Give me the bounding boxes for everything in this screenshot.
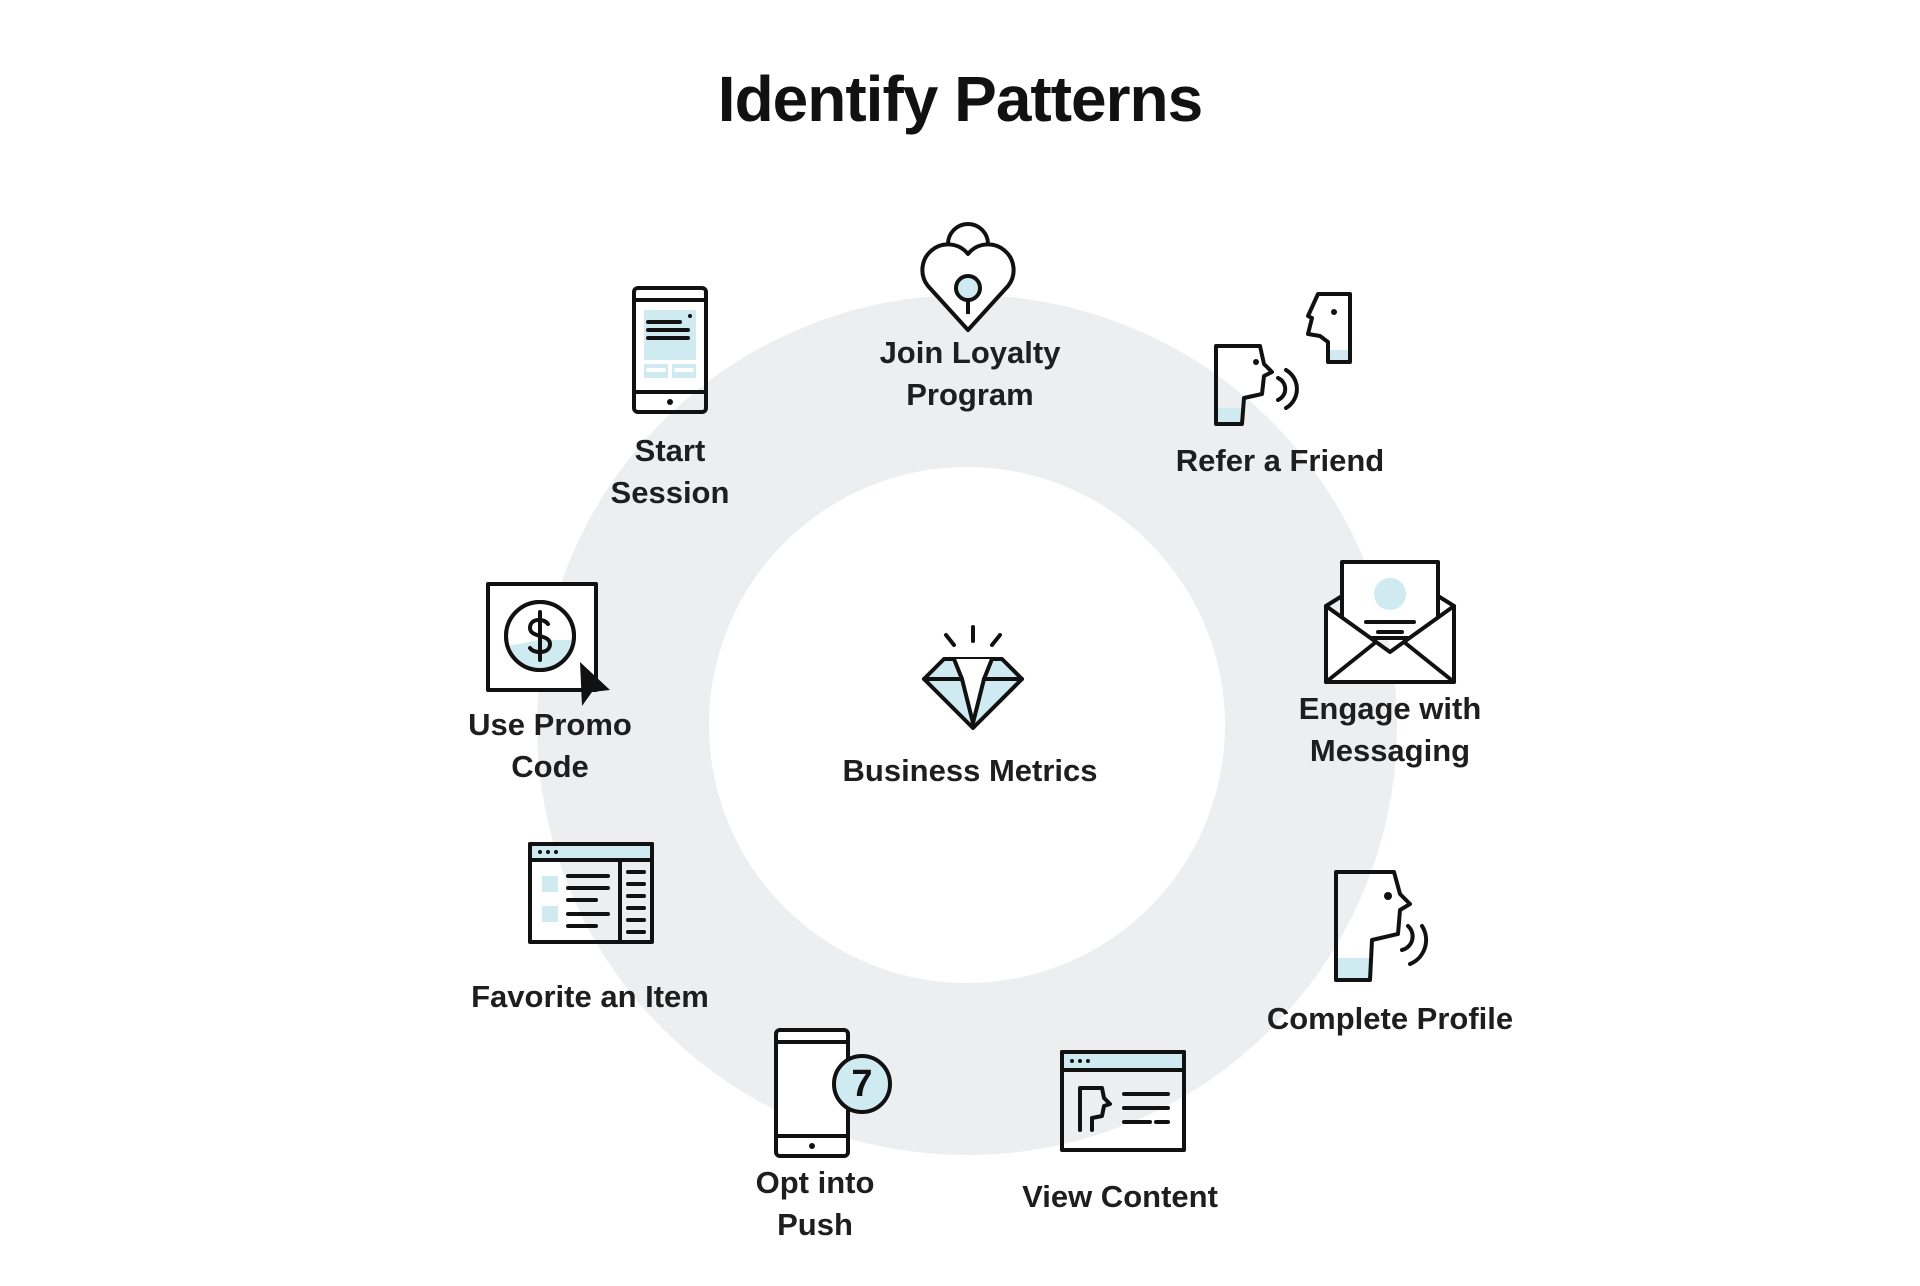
node-label-line1: Use Promo: [468, 707, 632, 742]
node-label-line1: Start: [634, 433, 706, 468]
browser-content-icon: [1060, 1050, 1186, 1152]
envelope-letter-icon: [1324, 560, 1456, 684]
two-faces-talking-icon: [1214, 292, 1352, 426]
page-title: Identify Patterns: [717, 63, 1203, 135]
phone-notification-icon: [774, 1028, 892, 1158]
node-label-line1: Complete Profile: [1266, 1001, 1514, 1036]
center-label: Business Metrics: [842, 753, 1098, 788]
node-label-line1: Engage with: [1298, 691, 1482, 726]
node-label-line1: Opt into: [755, 1165, 875, 1200]
node-label-line1: Refer a Friend: [1175, 443, 1385, 478]
push-badge-number: 7: [851, 1063, 873, 1105]
diamond-icon: [922, 625, 1024, 730]
node-label-line2: Push: [777, 1207, 853, 1242]
node-label-line1: Join Loyalty: [879, 335, 1061, 370]
node-label-line2: Program: [906, 377, 1034, 412]
node-label-line1: Favorite an Item: [471, 979, 709, 1014]
node-label-line2: Messaging: [1309, 733, 1471, 768]
heart-lock-icon: [920, 222, 1016, 332]
browser-list-icon: [528, 842, 654, 944]
node-label-line1: View Content: [1022, 1179, 1218, 1214]
node-label-line2: Session: [610, 475, 730, 510]
node-label-line2: Code: [511, 749, 589, 784]
dollar-coin-cursor-icon: [486, 582, 610, 706]
mobile-phone-icon: [632, 286, 708, 414]
face-profile-icon: [1334, 870, 1429, 982]
